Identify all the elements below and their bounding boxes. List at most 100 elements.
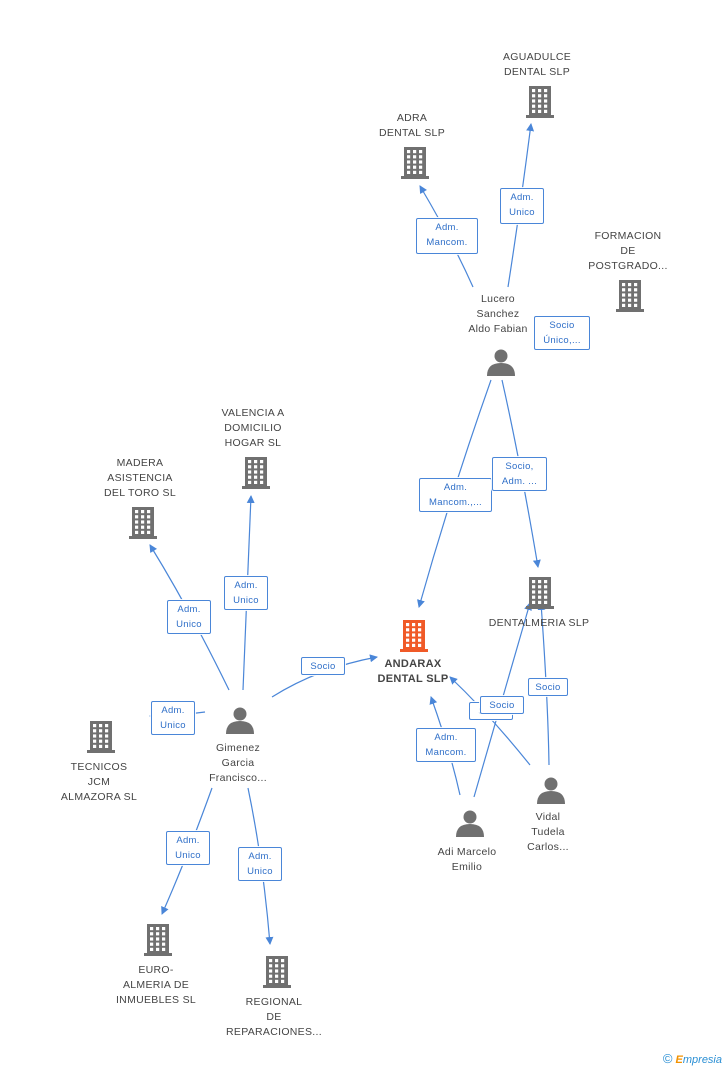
edge-label-lucero-to-formacion[interactable]: Socio Único,... [534, 316, 590, 350]
building-window [141, 530, 145, 534]
building-window [248, 475, 252, 479]
building-window [147, 530, 151, 534]
building-icon [129, 507, 157, 539]
brand-initial: E [675, 1054, 683, 1066]
building-window [407, 170, 411, 174]
building-window [99, 739, 103, 743]
building-window [254, 470, 258, 474]
building-window [275, 979, 279, 983]
building-window [634, 283, 638, 287]
building-window [622, 283, 626, 287]
building-window [141, 525, 145, 529]
edge-label-vidal-to-dentalmeria[interactable]: Socio [528, 678, 568, 696]
building-window [538, 104, 542, 108]
edge-label-vidal-to-andarax[interactable]: Socio [480, 696, 524, 714]
building-window [544, 109, 548, 113]
building-window [413, 155, 417, 159]
node-label-madera[interactable]: MADERA ASISTENCIA DEL TORO SL [104, 457, 176, 499]
building-window [260, 465, 264, 469]
building-window [150, 927, 154, 931]
node-label-andarax[interactable]: ANDARAX DENTAL SLP [377, 658, 449, 685]
node-label-adi[interactable]: Adi Marcelo Emilio [437, 846, 497, 873]
building-window [99, 734, 103, 738]
node-label-aguadulce[interactable]: AGUADULCE DENTAL SLP [502, 51, 572, 78]
building-window [269, 959, 273, 963]
person-icon [226, 707, 254, 734]
building-window [406, 633, 410, 637]
building-window [412, 643, 416, 647]
building-window [544, 89, 548, 93]
building-window [147, 520, 151, 524]
building-window [135, 510, 139, 514]
node-label-tecnicos[interactable]: TECNICOS JCM ALMAZORA SL [60, 761, 138, 803]
building-window [93, 724, 97, 728]
node-label-dentalmeria[interactable]: DENTALMERIA SLP [488, 617, 590, 629]
building-window [147, 515, 151, 519]
building-window [99, 724, 103, 728]
building-window [407, 155, 411, 159]
edge-label-gimenez-to-madera[interactable]: Adm. Unico [167, 600, 211, 634]
building-window [248, 465, 252, 469]
building-window [93, 729, 97, 733]
building-base [400, 649, 428, 652]
building-window [141, 520, 145, 524]
building-window [156, 937, 160, 941]
edge-label-lucero-to-adra[interactable]: Adm. Mancom. [416, 218, 478, 254]
edge-label-gimenez-to-andarax[interactable]: Socio [301, 657, 345, 675]
node-label-vidal[interactable]: Vidal Tudela Carlos... [527, 811, 569, 853]
building-window [412, 628, 416, 632]
building-window [281, 974, 285, 978]
person-head [494, 349, 508, 363]
edge-label-adi-to-andarax[interactable]: Adm. Mancom. [416, 728, 476, 762]
building-window [269, 979, 273, 983]
building-window [254, 465, 258, 469]
building-window [538, 585, 542, 589]
building-icon [616, 280, 644, 312]
node-label-euro[interactable]: EURO- ALMERIA DE INMUEBLES SL [115, 964, 197, 1006]
edge-label-lucero-to-dentalmeria[interactable]: Socio, Adm. ... [492, 457, 547, 491]
building-window [281, 959, 285, 963]
building-window [147, 510, 151, 514]
node-label-valencia[interactable]: VALENCIA A DOMICILIO HOGAR SL [221, 407, 285, 449]
person-body [487, 363, 515, 376]
building-window [275, 969, 279, 973]
building-window [248, 460, 252, 464]
person-body [226, 721, 254, 734]
edge-label-lucero-to-andarax[interactable]: Adm. Mancom.,... [419, 478, 492, 512]
building-window [419, 165, 423, 169]
building-window [135, 520, 139, 524]
building-window [406, 643, 410, 647]
building-window [141, 515, 145, 519]
building-window [532, 104, 536, 108]
node-label-adra[interactable]: ADRA DENTAL SLP [378, 112, 446, 139]
node-label-gimenez[interactable]: Gimenez Garcia Francisco... [209, 742, 267, 784]
building-window [628, 293, 632, 297]
building-window [269, 969, 273, 973]
node-label-formacion[interactable]: FORMACION DE POSTGRADO... [588, 230, 668, 272]
building-icon [263, 956, 291, 988]
building-window [544, 99, 548, 103]
building-window [419, 170, 423, 174]
node-label-regional[interactable]: REGIONAL DE REPARACIONES... [226, 996, 322, 1038]
building-window [281, 964, 285, 968]
building-window [622, 298, 626, 302]
building-base [526, 606, 554, 609]
building-window [412, 638, 416, 642]
building-window [538, 590, 542, 594]
building-window [532, 590, 536, 594]
building-window [162, 937, 166, 941]
building-window [147, 525, 151, 529]
edge-label-gimenez-to-tecnicos[interactable]: Adm. Unico [151, 701, 195, 735]
edge-label-lucero-to-aguadulce[interactable]: Adm. Unico [500, 188, 544, 224]
building-window [150, 942, 154, 946]
building-window [150, 947, 154, 951]
building-window [275, 964, 279, 968]
building-window [162, 927, 166, 931]
edge-label-gimenez-to-regional[interactable]: Adm. Unico [238, 847, 282, 881]
edge-label-gimenez-to-valencia[interactable]: Adm. Unico [224, 576, 268, 610]
building-window [412, 633, 416, 637]
building-window [105, 739, 109, 743]
edge-label-gimenez-to-euro[interactable]: Adm. Unico [166, 831, 210, 865]
building-window [628, 298, 632, 302]
node-label-lucero[interactable]: Lucero Sanchez Aldo Fabian [468, 293, 528, 335]
